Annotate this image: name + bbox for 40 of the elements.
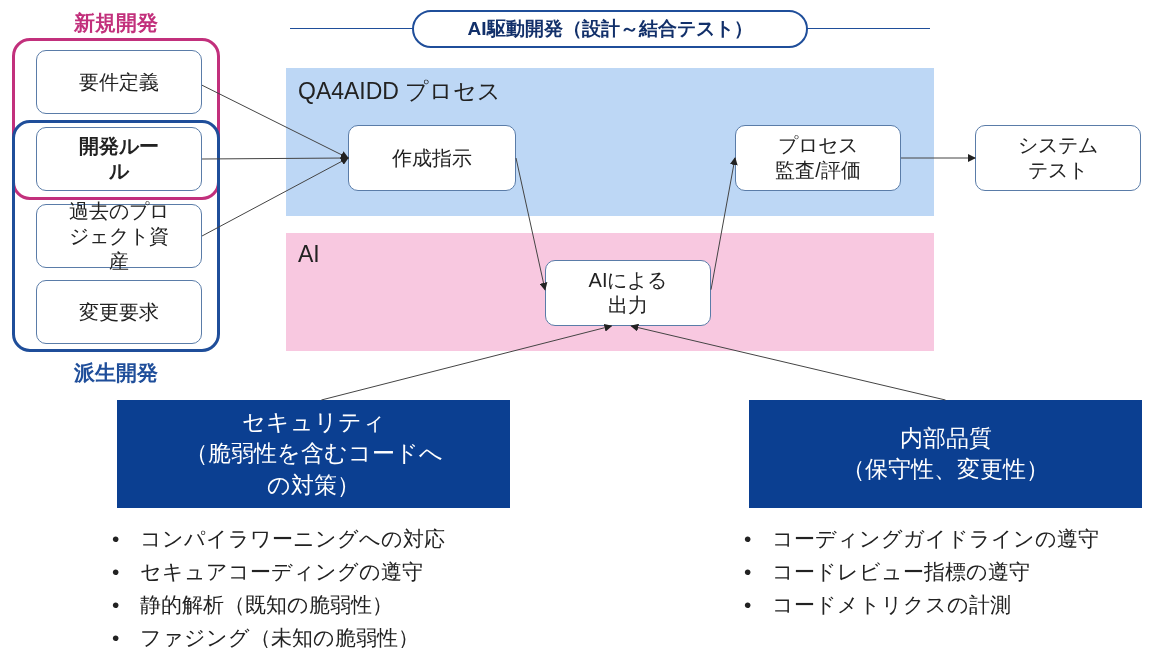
band-area	[286, 68, 934, 216]
band-area	[286, 233, 934, 351]
arrow	[900, 154, 976, 162]
process-box	[36, 127, 202, 191]
node-label: セキュリティ	[241, 408, 386, 438]
list-item: • セキュアコーディングの遵守	[112, 559, 425, 585]
list-item: • コンパイラワーニングへの対応	[112, 526, 446, 552]
category-box	[117, 400, 510, 508]
list-item: • 静的解析（既知の脆弱性）	[112, 592, 395, 618]
process-box	[975, 125, 1141, 191]
node-label: 要件定義	[79, 69, 159, 95]
process-box	[36, 50, 202, 114]
band-title: QA4AIDD プロセス	[298, 77, 502, 106]
band-title: AI	[298, 241, 320, 268]
node-subtitle: （脆弱性を含むコードへの対策）	[183, 439, 444, 500]
arrow	[201, 84, 349, 159]
node-subtitle: （保守性、変更性）	[842, 455, 1049, 484]
list-item: • コーディングガイドラインの遵守	[744, 526, 1100, 552]
node-label: AIによる出力	[587, 268, 669, 318]
category-box	[749, 400, 1142, 508]
process-box	[545, 260, 711, 326]
list-item: • コードメトリクスの計測	[744, 592, 1013, 618]
node-label: 作成指示	[392, 145, 472, 171]
node-label: システムテスト	[1017, 133, 1099, 183]
node-label: 過去のプロジェクト資産	[68, 198, 170, 274]
title-pill	[412, 10, 808, 48]
node-label: AI駆動開発（設計～結合テスト）	[467, 17, 753, 41]
group-title: 派生開発	[73, 360, 159, 386]
list-item: • ファジング（未知の脆弱性）	[112, 625, 421, 648]
arrow	[515, 157, 548, 291]
list-item: • コードレビュー指標の遵守	[744, 559, 1032, 585]
process-box	[348, 125, 516, 191]
node-label: 内部品質	[899, 423, 992, 453]
process-box	[36, 280, 202, 344]
node-label: プロセス監査/評価	[774, 133, 862, 183]
node-label: 変更要求	[79, 299, 159, 325]
node-label: 開発ルール	[78, 134, 160, 184]
arrow	[201, 157, 349, 237]
group-title: 新規開発	[73, 10, 159, 36]
process-box	[735, 125, 901, 191]
